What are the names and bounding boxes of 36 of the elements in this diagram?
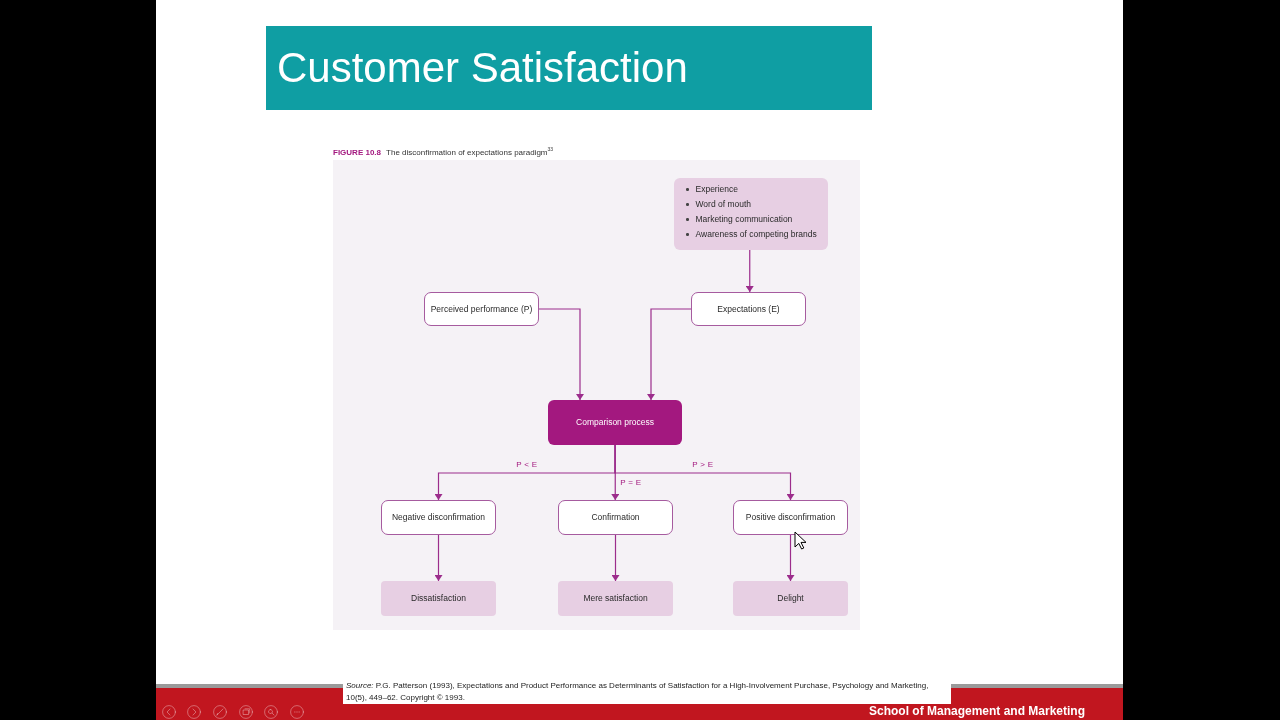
outcome-box <box>733 581 848 616</box>
node-label: Delight <box>777 593 804 604</box>
arrow <box>434 534 443 582</box>
node-label: Dissatisfaction <box>411 593 466 604</box>
outcome-box <box>558 581 673 616</box>
arrow <box>745 249 754 293</box>
arrow <box>611 534 620 582</box>
process-box <box>381 500 496 535</box>
node-label: Mere satisfaction <box>583 593 648 604</box>
edge-label: P = E <box>618 477 644 488</box>
node-label: Negative disconfirmation <box>391 512 486 523</box>
list-item-text: Awareness of competing brands <box>695 229 817 240</box>
figure-caption: FIGURE 10.8 The disconfirmation of expectations paradigm$^{33}$ <box>333 145 554 158</box>
node-label: Confirmation <box>591 512 640 523</box>
edge-label: P > E <box>690 460 716 470</box>
note-box <box>674 178 828 250</box>
outcome-box <box>381 581 496 616</box>
arrow <box>614 444 795 501</box>
arrow <box>538 308 584 401</box>
list-item-text: Word of mouth <box>695 199 752 210</box>
node-label: Comparison process <box>576 417 654 428</box>
arrow <box>786 534 795 582</box>
process-box <box>548 400 682 445</box>
list-item-text: Marketing communication <box>695 214 793 225</box>
node-label: Positive disconfirmation <box>745 512 836 523</box>
process-box <box>733 500 848 535</box>
footer-text: School of Management and Marketing <box>868 705 1085 718</box>
arrow <box>647 308 692 401</box>
process-box <box>691 292 806 326</box>
process-box <box>558 500 673 535</box>
edge-label: P < E <box>514 460 540 470</box>
slide-title: Customer Satisfaction <box>277 43 688 93</box>
node-label: Expectations (E) <box>717 303 780 315</box>
node-label: Perceived performance (P) <box>430 303 533 315</box>
list-item-text: Experience <box>695 184 739 195</box>
process-box <box>424 292 539 326</box>
